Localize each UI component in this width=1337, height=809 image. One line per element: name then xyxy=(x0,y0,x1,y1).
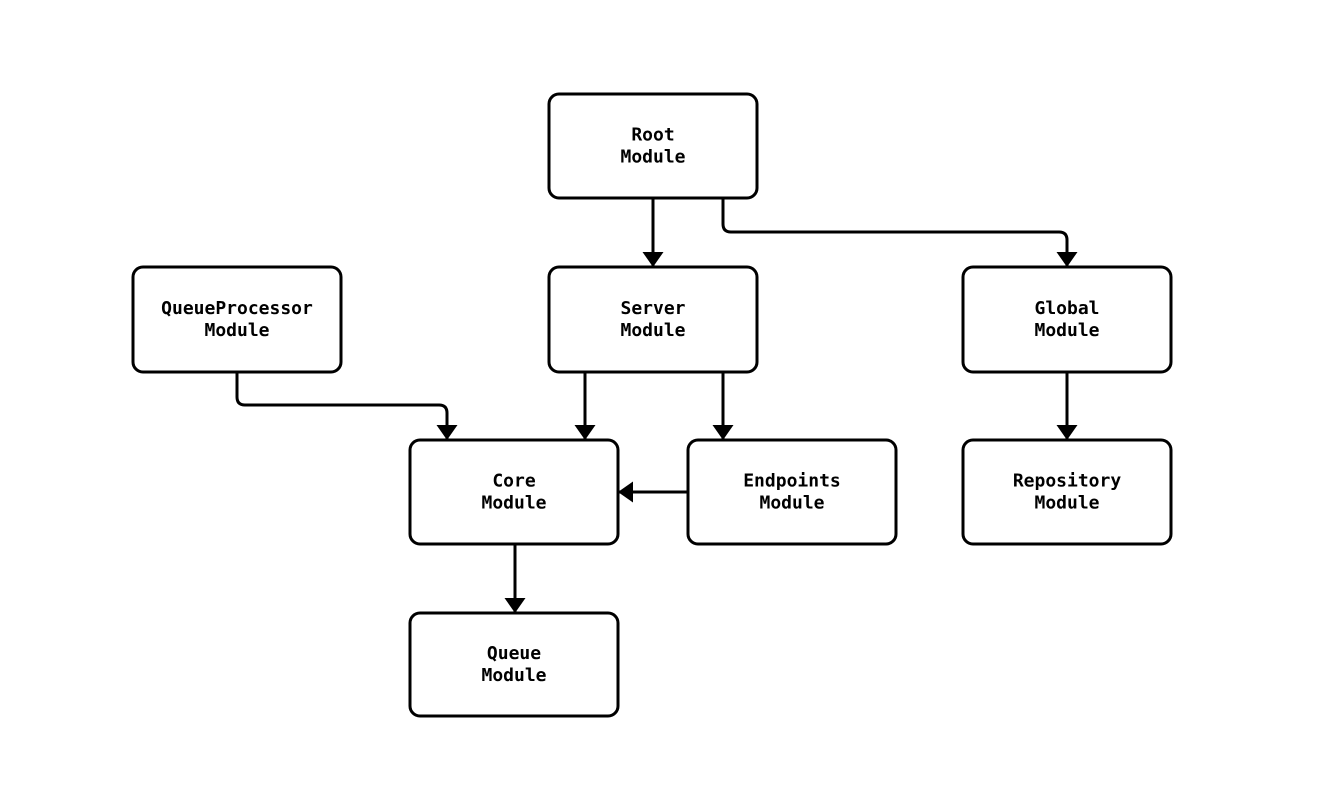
node-label-root-module-line-1: Root xyxy=(631,125,674,146)
node-box-queueprocessor-module xyxy=(131,265,343,374)
node-label-core-module-line-1: Core xyxy=(492,471,536,492)
arrowhead-icon-global-module-to-repository-module xyxy=(1056,425,1078,440)
arrowhead-icon-root-module-to-server-module xyxy=(642,252,664,267)
arrowhead-icon-endpoints-module-to-core-module xyxy=(618,481,633,503)
edge-queueprocessor-module-to-core-module xyxy=(235,372,449,440)
arrowhead-icon-core-module-to-queue-module xyxy=(504,598,526,613)
node-label-endpoints-module-line-1: Endpoints xyxy=(743,471,841,492)
node-label-queueprocessor-module-line-1: QueueProcessor xyxy=(161,298,313,319)
node-box-queue-module xyxy=(408,611,620,718)
arrowhead-icon-queueprocessor-module-to-core-module xyxy=(436,425,458,440)
node-box-repository-module xyxy=(961,438,1173,546)
node-label-global-module-line-1: Global xyxy=(1034,298,1099,319)
node-box-endpoints-module xyxy=(686,438,898,546)
node-label-global-module-line-2: Module xyxy=(1034,320,1099,341)
node-label-repository-module-line-2: Module xyxy=(1034,493,1099,514)
node-box-global-module xyxy=(961,265,1173,374)
node-label-repository-module-line-1: Repository xyxy=(1013,471,1122,492)
node-label-queue-module-line-2: Module xyxy=(481,665,546,686)
node-box-root-module xyxy=(547,92,759,200)
arrowhead-icon-server-module-to-core-module xyxy=(574,425,596,440)
node-box-server-module xyxy=(547,265,759,374)
node-box-core-module xyxy=(408,438,620,546)
node-label-server-module-line-2: Module xyxy=(620,320,685,341)
arrowhead-icon-root-module-to-global-module xyxy=(1056,252,1078,267)
node-label-queue-module-line-1: Queue xyxy=(487,643,541,664)
node-label-core-module-line-2: Module xyxy=(481,493,546,514)
node-label-endpoints-module-line-2: Module xyxy=(759,493,824,514)
node-label-root-module-line-2: Module xyxy=(620,147,685,168)
arrowhead-icon-server-module-to-endpoints-module xyxy=(712,425,734,440)
node-label-server-module-line-1: Server xyxy=(620,298,685,319)
edge-root-module-to-global-module xyxy=(721,198,1069,267)
node-label-queueprocessor-module-line-2: Module xyxy=(204,320,269,341)
